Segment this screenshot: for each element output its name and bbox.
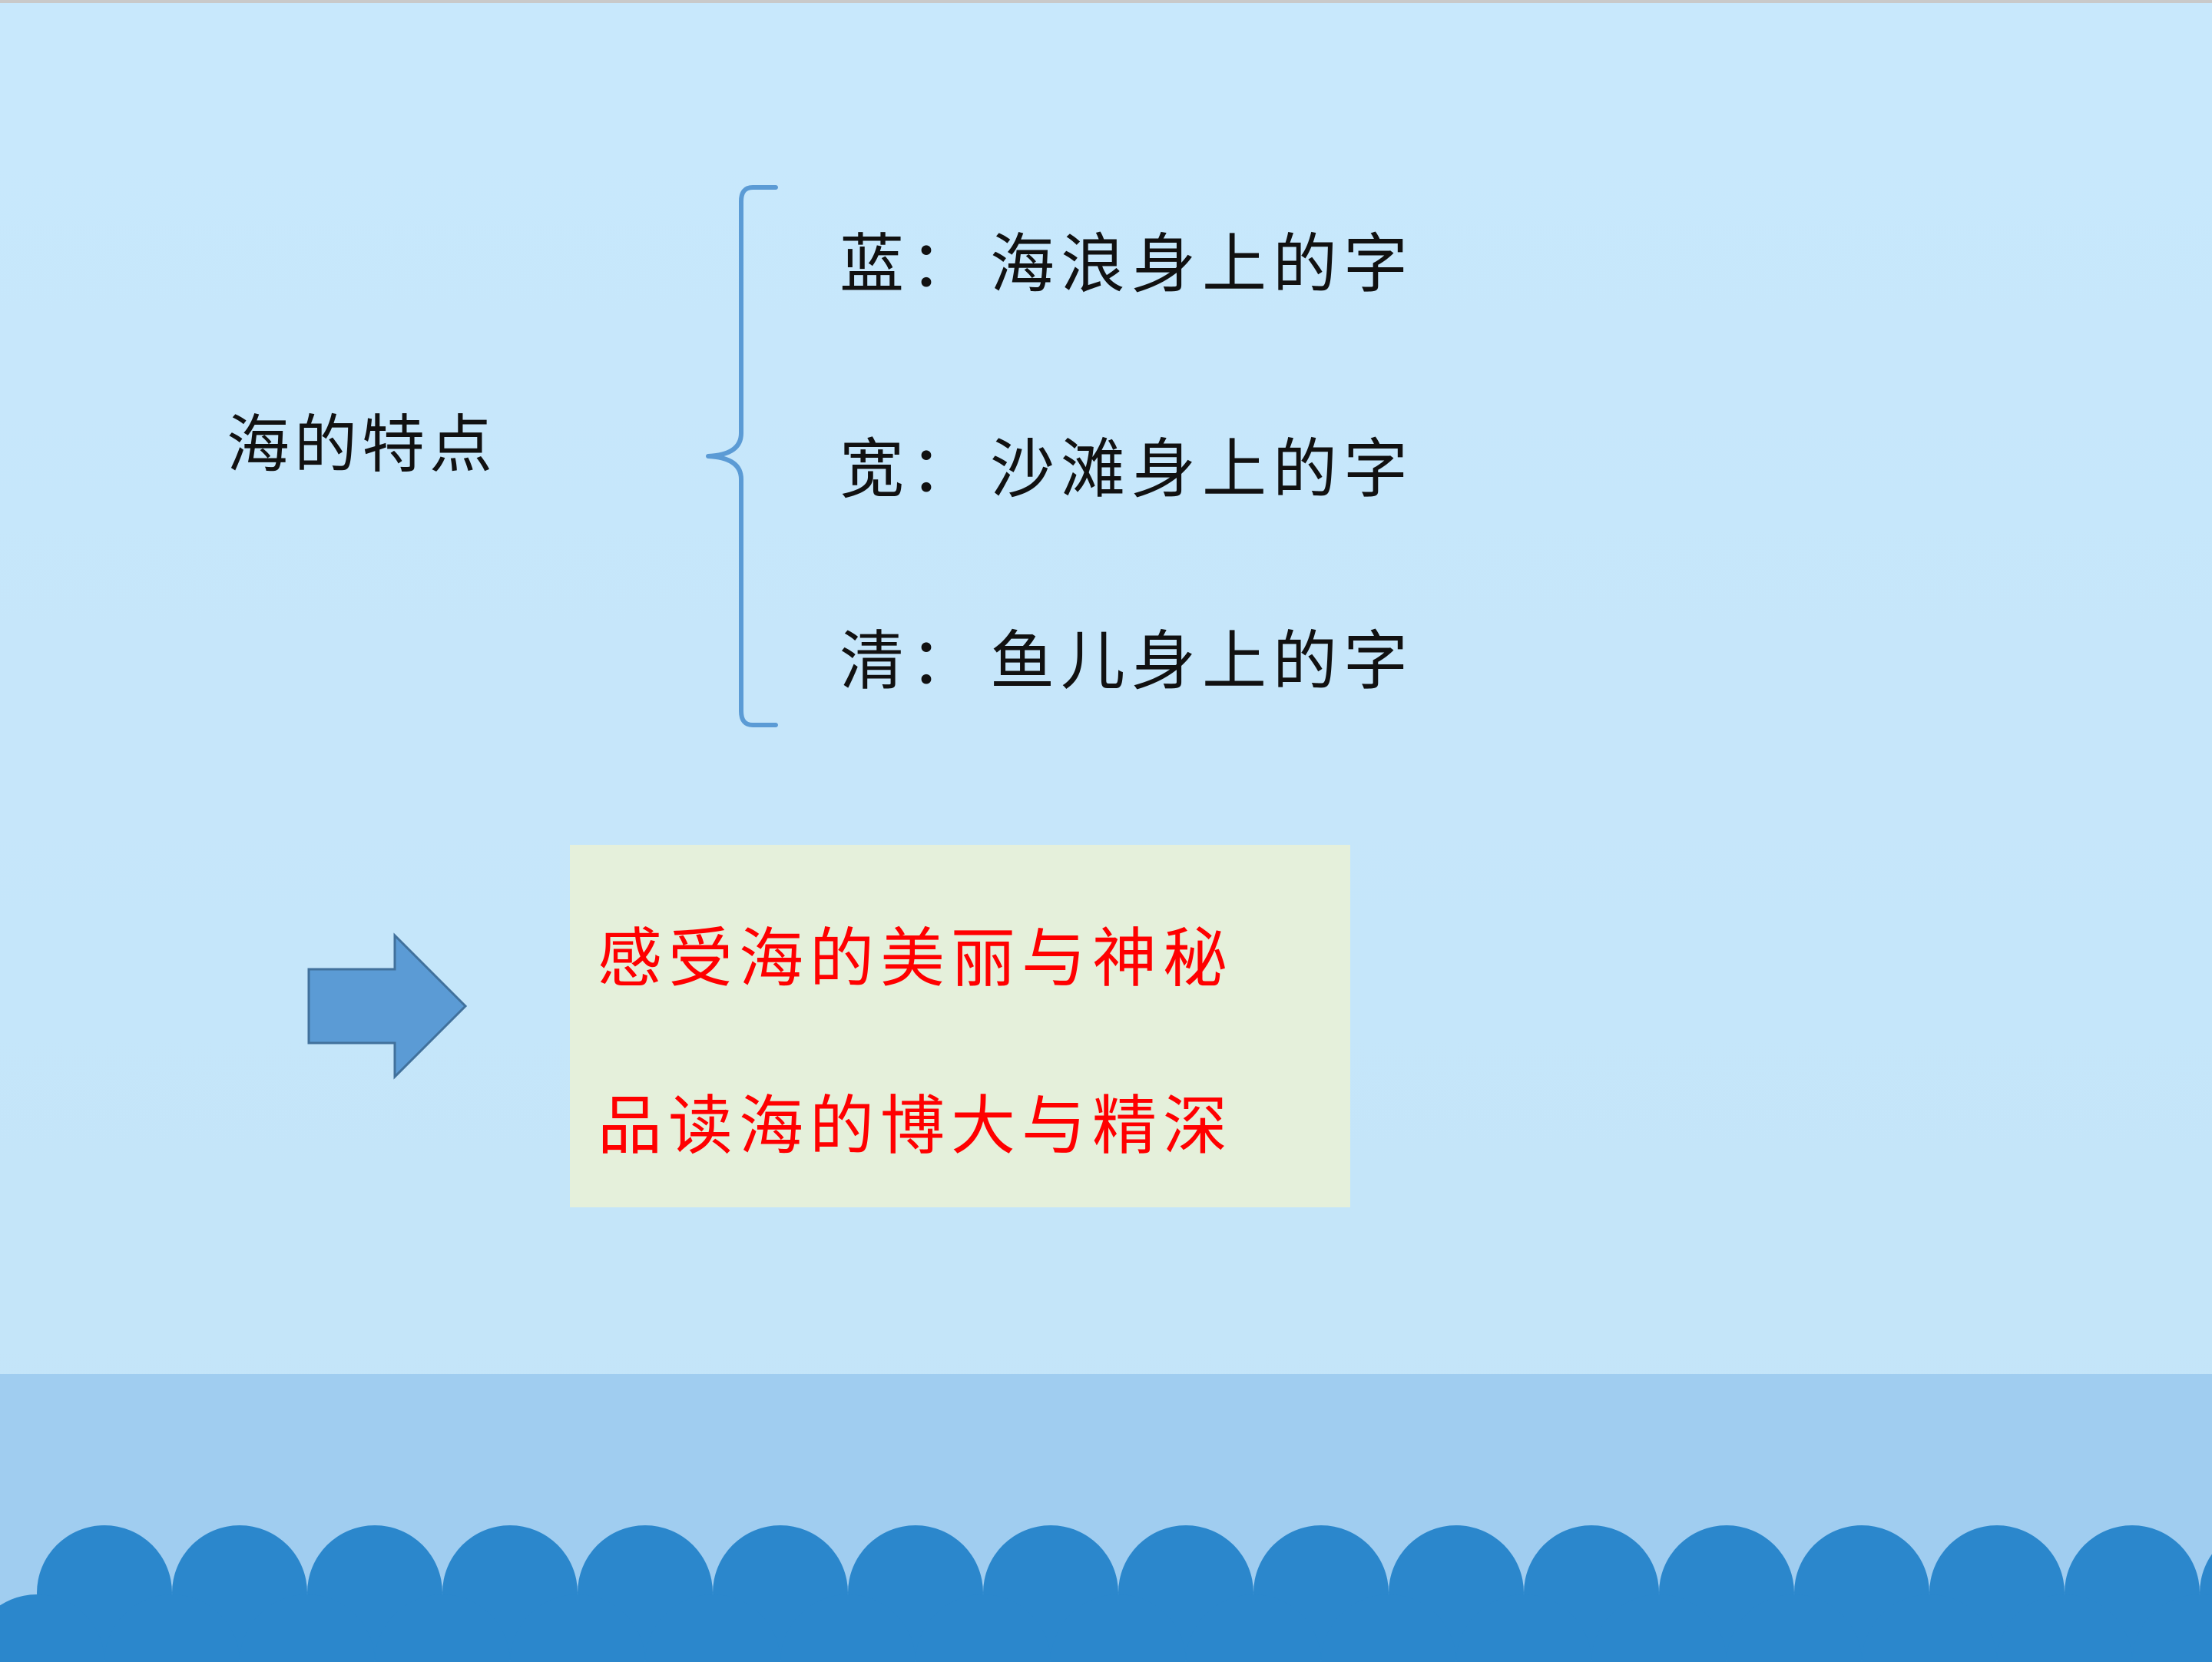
topic-label: 海的特点	[227, 409, 498, 482]
wave-scallop	[1456, 1594, 1591, 1662]
wave-scallop	[1321, 1594, 1456, 1662]
right-arrow-icon	[307, 932, 468, 1080]
wave-scallop	[375, 1594, 510, 1662]
summary-line-2: 品读海的博大与精深	[598, 1088, 1234, 1164]
wave-scallop	[645, 1594, 780, 1662]
feature-clear: 清：鱼儿身上的字	[839, 629, 1414, 694]
wave-scallop	[1727, 1594, 1862, 1662]
wave-scallop	[780, 1594, 916, 1662]
feature-key: 宽：	[839, 432, 982, 507]
wave-scallops-decoration	[0, 1374, 2212, 1662]
feature-key: 清：	[839, 624, 982, 699]
left-curly-brace-icon	[706, 185, 778, 727]
wave-scallop	[2132, 1594, 2212, 1662]
wave-scallop	[240, 1594, 375, 1662]
feature-key: 蓝：	[839, 227, 982, 302]
summary-line-1: 感受海的美丽与神秘	[598, 921, 1234, 996]
wave-scallop	[0, 1594, 104, 1662]
feature-text: 鱼儿身上的字	[990, 624, 1415, 699]
wave-scallop	[1862, 1594, 1997, 1662]
wave-scallop	[1186, 1594, 1321, 1662]
wave-scallop	[916, 1594, 1051, 1662]
wave-scallop	[1997, 1594, 2132, 1662]
summary-box: 感受海的美丽与神秘 品读海的博大与精深	[570, 845, 1350, 1207]
feature-blue: 蓝：海浪身上的字	[839, 232, 1414, 296]
feature-text: 海浪身上的字	[990, 227, 1415, 302]
wave-scallop	[1591, 1594, 1727, 1662]
feature-wide: 宽：沙滩身上的字	[839, 437, 1414, 502]
feature-text: 沙滩身上的字	[990, 432, 1415, 507]
wave-scallop	[104, 1594, 240, 1662]
wave-scallop	[510, 1594, 645, 1662]
wave-scallop	[1051, 1594, 1186, 1662]
